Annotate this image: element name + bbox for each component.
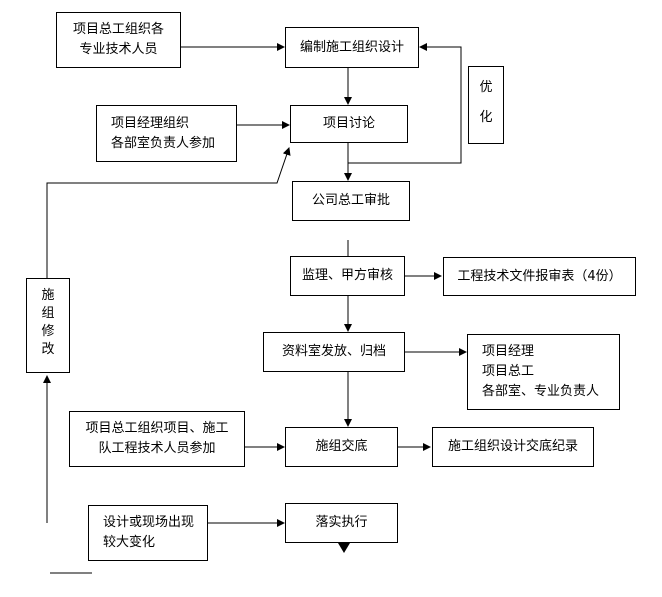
- archive-box: 资料室发放、归档: [263, 332, 405, 372]
- pm-org-box: 项目经理组织 各部室负责人参加: [96, 105, 237, 162]
- briefing-staff-box: 项目总工组织项目、施工 队工程技术人员参加: [69, 411, 245, 467]
- briefing-record-box: 施工组织设计交底纪录: [432, 427, 594, 467]
- discuss-label: 项目讨论: [322, 116, 375, 131]
- pm-org-line-2: 各部室负责人参加: [111, 135, 216, 151]
- briefing-record-label: 施工组织设计交底纪录: [447, 439, 578, 454]
- briefing-staff-line-1: 项目总工组织项目、施工: [85, 421, 229, 436]
- modify-box: 施 组 修 改: [26, 278, 70, 373]
- optimize-box: 优 化: [468, 66, 504, 144]
- briefing-box: 施组交底: [285, 427, 398, 467]
- compile-design-box: 编制施工组织设计: [285, 27, 419, 68]
- arrow-implement-down: [338, 543, 350, 553]
- tech-staff-box: 项目总工组织各 专业技术人员: [56, 12, 181, 68]
- optimize-char-1: 优: [479, 80, 493, 95]
- optimize-char-2: 化: [479, 110, 493, 125]
- modify-char-2: 组: [41, 306, 55, 321]
- tech-staff-line-2: 专业技术人员: [79, 42, 158, 57]
- briefing-staff-line-2: 队工程技术人员参加: [98, 441, 216, 456]
- change-line-1: 设计或现场出现: [103, 515, 195, 530]
- arrow-optimize-loop: [348, 43, 462, 164]
- modify-char-4: 改: [41, 342, 55, 357]
- modify-char-3: 修: [41, 324, 55, 339]
- implement-label: 落实执行: [315, 515, 368, 530]
- company-approval-box: 公司总工审批: [292, 181, 410, 221]
- implement-box: 落实执行: [285, 503, 398, 543]
- report-form-label: 工程技术文件报审表（4份）: [457, 268, 622, 284]
- briefing-label: 施组交底: [315, 439, 368, 454]
- tech-staff-line-1: 项目总工组织各: [72, 22, 164, 37]
- compile-design-label: 编制施工组织设计: [299, 39, 404, 55]
- recipients-line-2: 项目总工: [482, 364, 535, 379]
- supervisor-review-box: 监理、甲方审核: [290, 256, 405, 296]
- modify-char-1: 施: [41, 288, 55, 303]
- discuss-box: 项目讨论: [290, 105, 408, 143]
- company-approval-label: 公司总工审批: [311, 193, 390, 208]
- recipients-box: 项目经理 项目总工 各部室、专业负责人: [467, 334, 620, 410]
- arrow-modify-to-discuss: [46, 147, 291, 278]
- change-box: 设计或现场出现 较大变化: [88, 505, 208, 561]
- archive-label: 资料室发放、归档: [281, 344, 386, 359]
- supervisor-review-label: 监理、甲方审核: [301, 268, 393, 283]
- pm-org-line-1: 项目经理组织: [111, 115, 190, 131]
- recipients-line-3: 各部室、专业负责人: [482, 384, 600, 399]
- recipients-line-1: 项目经理: [482, 344, 535, 359]
- report-form-box: 工程技术文件报审表（4份）: [443, 257, 636, 296]
- change-line-2: 较大变化: [103, 535, 156, 550]
